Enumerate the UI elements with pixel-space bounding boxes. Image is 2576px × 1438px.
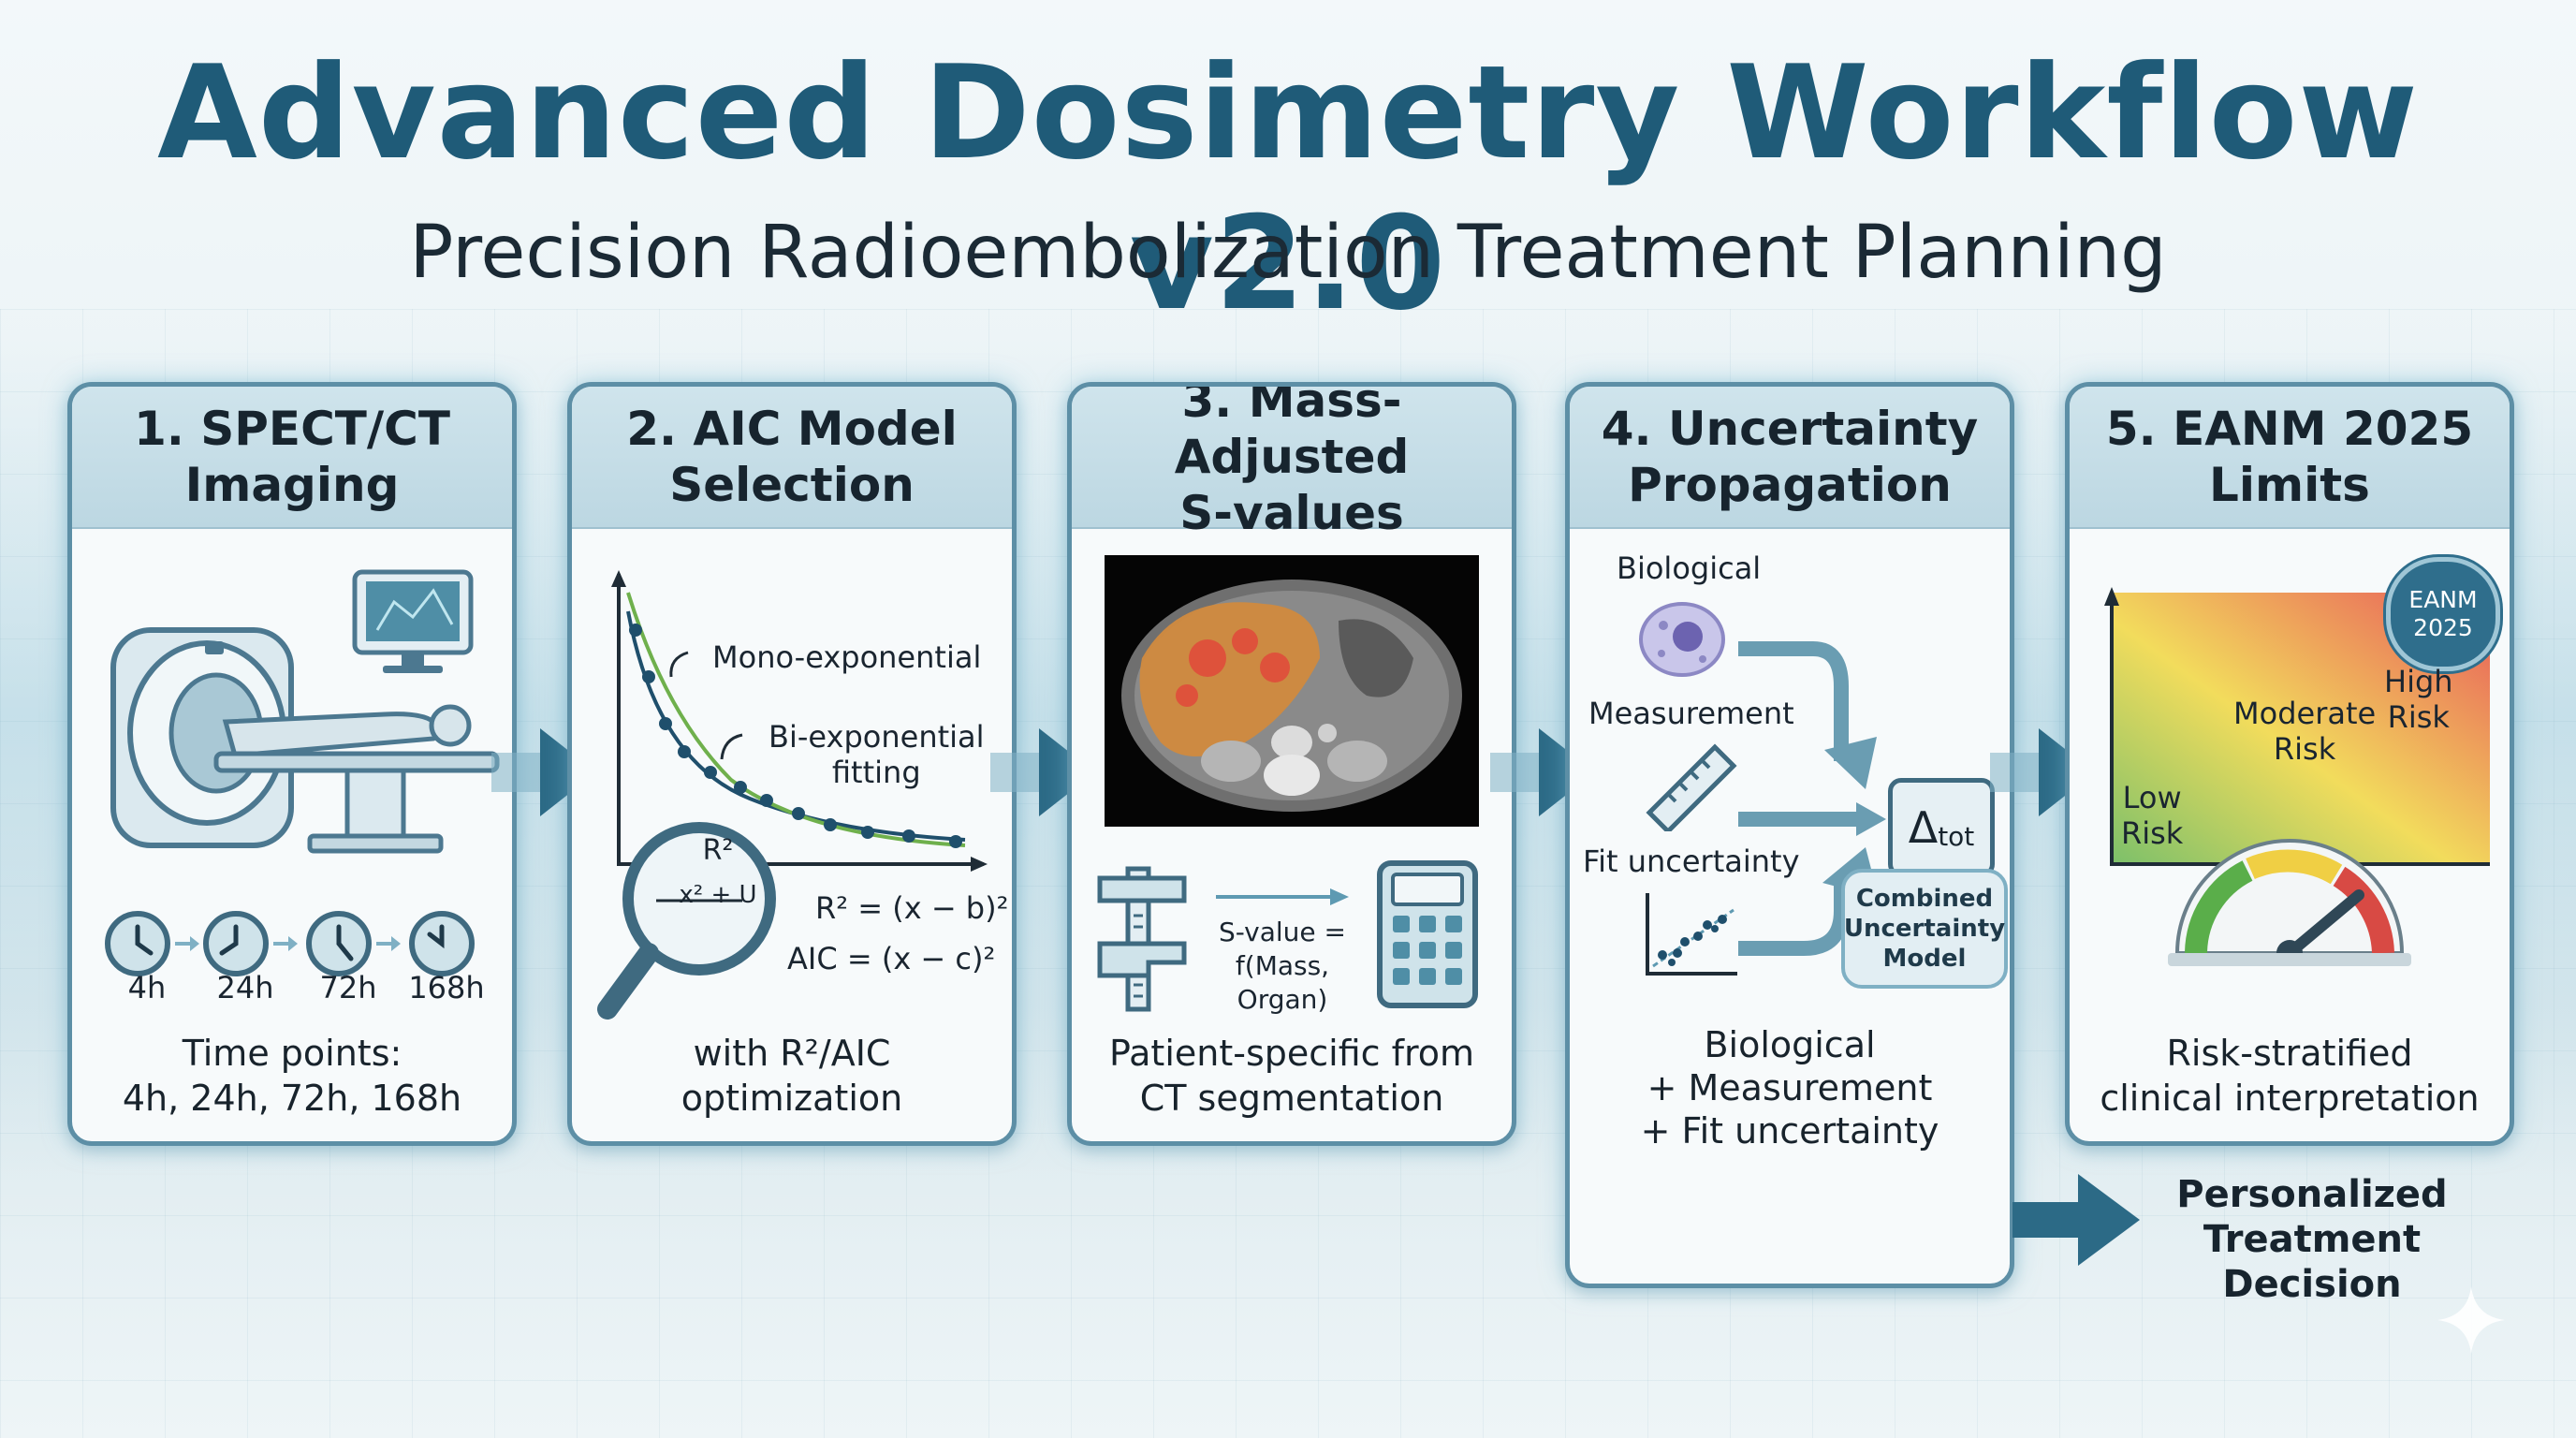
- ruler-icon: [1646, 743, 1737, 831]
- gauge-icon: [2168, 839, 2411, 966]
- step-title: 4. Uncertainty Propagation: [1601, 402, 1979, 512]
- step-caption: Patient-specific from CT segmentation: [1108, 1033, 1475, 1119]
- moderate-risk-label: Moderate Risk: [2233, 696, 2377, 767]
- final-decision-arrow-icon: [2012, 1174, 2140, 1266]
- mono-exponential-label: Mono-exponential: [712, 639, 982, 675]
- calculator-icon: [1377, 860, 1478, 1008]
- clock-icon: [306, 911, 372, 976]
- eanm-badge-label: EANM 2025: [2408, 586, 2478, 641]
- cell-icon: [1639, 602, 1725, 677]
- combined-model-label: Combined Uncertainty Model: [1843, 885, 2006, 973]
- step-header: 3. Mass-Adjusted S-values: [1072, 387, 1512, 540]
- step-header: 4. Uncertainty Propagation: [1570, 387, 2010, 529]
- page-subtitle: Precision Radioembolization Treatment Pl…: [409, 211, 2167, 295]
- clock-icon: [105, 911, 170, 976]
- step-title: 2. AIC Model Selection: [626, 402, 958, 512]
- step-card-spect-ct: 1. SPECT/CT Imaging: [67, 382, 517, 1146]
- step-card-aic-model: 2. AIC Model Selection Mono-exponential …: [567, 382, 1017, 1146]
- svalue-formula: S-value = f(Mass, Organ): [1219, 917, 1346, 1015]
- caliper-icon: [1097, 866, 1187, 1012]
- scatter-plot-icon: [1646, 893, 1737, 976]
- aic-formula: AIC = (x − c)²: [787, 941, 996, 976]
- r2-formula: R² = (x − b)²: [815, 890, 1009, 926]
- sparkle-icon: [2437, 1286, 2505, 1354]
- delta-symbol: Δ: [1908, 802, 1939, 853]
- step-card-mass-adjusted: 3. Mass-Adjusted S-values S-value = f(Ma…: [1067, 382, 1516, 1146]
- decay-curve-chart-icon: [611, 570, 988, 872]
- step-title: 1. SPECT/CT Imaging: [134, 402, 450, 512]
- monitor-icon: [352, 569, 474, 673]
- measurement-label: Measurement: [1588, 696, 1794, 731]
- combined-model-bubble: Combined Uncertainty Model: [1841, 869, 2008, 989]
- clock-icon: [203, 911, 269, 976]
- final-decision-label: Personalized Treatment Decision: [2176, 1173, 2448, 1306]
- time-label: 24h: [216, 970, 274, 1005]
- high-risk-label: High Risk: [2384, 664, 2453, 735]
- magnifier-icon: [597, 822, 776, 1020]
- spect-ct-scanner-icon: [110, 569, 500, 854]
- time-label: 72h: [319, 970, 377, 1005]
- step-header: 1. SPECT/CT Imaging: [72, 387, 512, 529]
- step-card-uncertainty: 4. Uncertainty Propagation Biological Me…: [1565, 382, 2014, 1288]
- step-caption: Time points: 4h, 24h, 72h, 168h: [122, 1033, 462, 1119]
- step-header: 5. EANM 2025 Limits: [2070, 387, 2510, 529]
- step-caption: Biological + Measurement + Fit uncertain…: [1640, 1024, 1939, 1152]
- eanm-badge-icon: EANM 2025: [2386, 557, 2500, 671]
- clock-icon: [409, 911, 475, 976]
- pointer-arrow-icon: [1216, 888, 1349, 905]
- low-risk-label: Low Risk: [2121, 780, 2184, 851]
- page-title: Advanced Dosimetry Workflow v2.0: [157, 37, 2419, 339]
- biological-label: Biological: [1617, 550, 1762, 586]
- fit-uncertainty-label: Fit uncertainty: [1583, 844, 1800, 879]
- delta-subscript: tot: [1938, 820, 1975, 852]
- r2-numerator: R²: [702, 834, 734, 867]
- step-title: 5. EANM 2025 Limits: [2105, 402, 2474, 512]
- step-header: 2. AIC Model Selection: [572, 387, 1012, 529]
- r2-denominator: x² + U: [679, 881, 757, 909]
- step-title: 3. Mass-Adjusted S-values: [1174, 382, 1410, 540]
- bi-exponential-label: Bi-exponential fitting: [768, 719, 985, 790]
- time-label: 168h: [408, 970, 485, 1005]
- step-card-eanm-limits: 5. EANM 2025 Limits EANM 2025 Low Risk M…: [2065, 382, 2514, 1146]
- ct-liver-scan-image: [1105, 555, 1479, 827]
- time-point-clocks: [105, 911, 475, 976]
- step-caption: with R²/AIC optimization: [681, 1033, 903, 1119]
- step-caption: Risk-stratified clinical interpretation: [2100, 1033, 2480, 1119]
- time-label: 4h: [127, 970, 167, 1005]
